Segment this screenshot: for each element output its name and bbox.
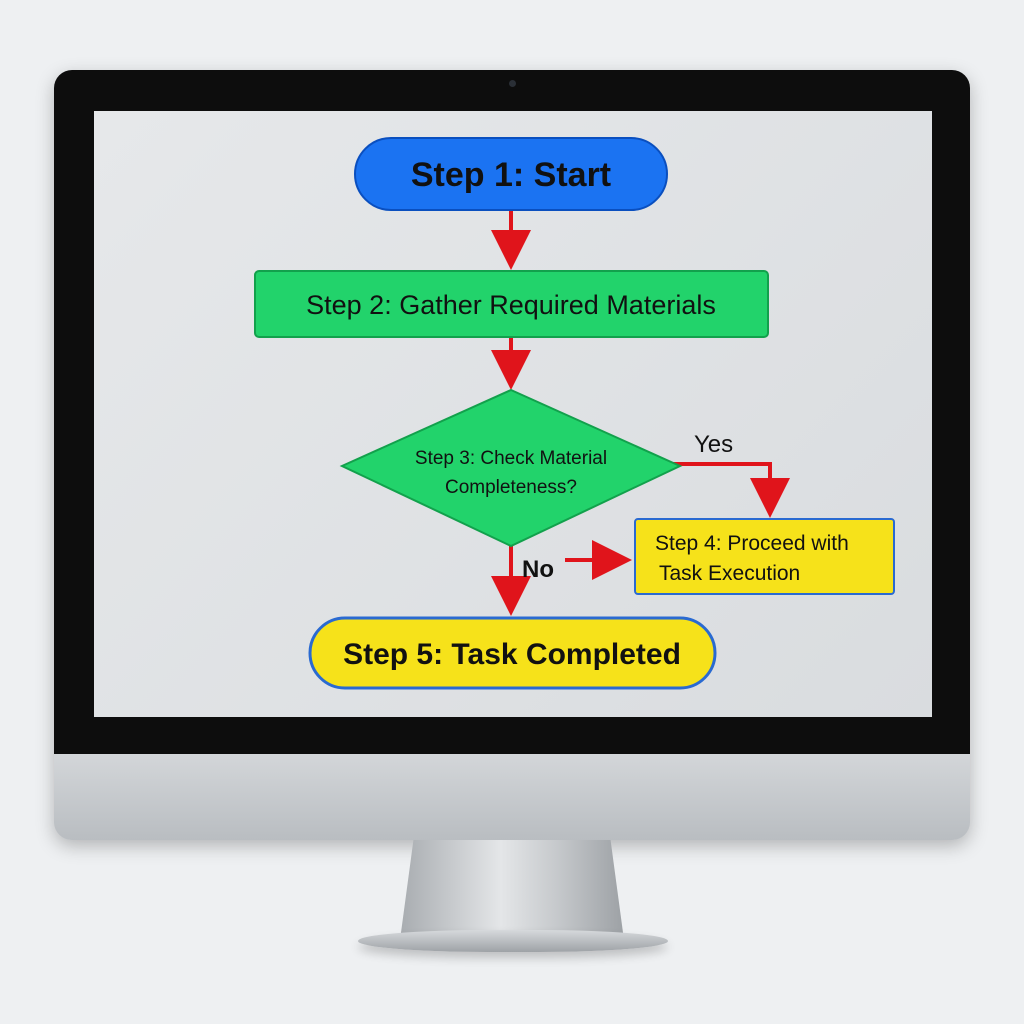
step3-label-line2: Completeness? <box>445 477 577 498</box>
node-step5-end: Step 5: Task Completed <box>308 616 717 690</box>
yes-label: Yes <box>694 431 733 458</box>
node-step3-decision: Step 3: Check Material Completeness? <box>339 388 683 548</box>
step4-label-line2: Task Execution <box>659 562 800 585</box>
step2-label: Step 2: Gather Required Materials <box>306 290 716 320</box>
connector-yes-branch <box>670 462 790 518</box>
node-step1-start: Step 1: Start <box>354 137 668 211</box>
step1-label: Step 1: Start <box>411 156 611 194</box>
node-step4-proceed: Step 4: Proceed with Task Execution <box>634 518 895 595</box>
monitor-stand-base <box>358 930 668 952</box>
step4-label-line1: Step 4: Proceed with <box>655 532 849 555</box>
monitor-stand <box>400 840 624 940</box>
webcam-icon <box>509 80 516 87</box>
no-label: No <box>522 556 554 583</box>
step3-label-line1: Step 3: Check Material <box>415 448 607 469</box>
monitor-chin <box>54 754 970 840</box>
step5-label: Step 5: Task Completed <box>343 638 681 671</box>
node-step2-gather: Step 2: Gather Required Materials <box>254 270 769 338</box>
